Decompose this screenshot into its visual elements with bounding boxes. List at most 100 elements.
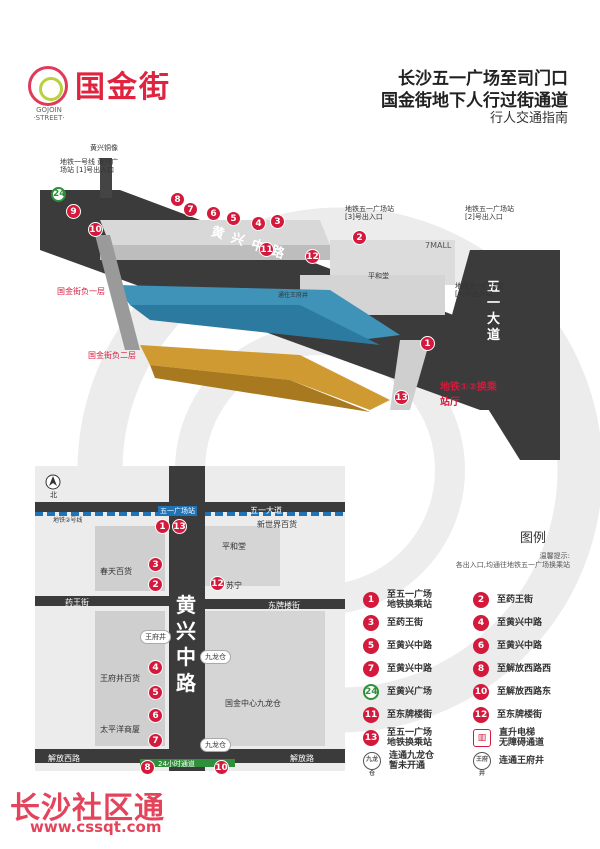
- legend-item-label: 至药王街: [497, 595, 534, 605]
- road-huangxing-char1: 黄: [176, 593, 196, 617]
- page-subtitle: 行人交通指南: [489, 111, 568, 126]
- marker-3-3d[interactable]: 3: [270, 214, 285, 229]
- legend-item-label: 至解放西路东: [497, 687, 552, 697]
- marker-4-2d[interactable]: 4: [148, 660, 163, 675]
- legend-note-heading: 温馨提示:: [539, 552, 570, 560]
- road-huangxing-char2: 兴: [176, 619, 196, 643]
- page-title-line2: 国金街地下人行过街通道: [381, 91, 568, 111]
- block-3d-c: [330, 240, 455, 285]
- metro-line2-label: 地铁②号线: [53, 517, 83, 524]
- legend-item-label: 至药王街: [387, 618, 424, 628]
- callout-exit-3: 地铁五一广场站 [3]号出入口: [345, 205, 394, 221]
- marker-2-2d[interactable]: 2: [148, 577, 163, 592]
- brand-logo-icon: [28, 66, 68, 106]
- legend-marker-icon: 九龙仓: [363, 752, 381, 777]
- legend-marker-icon: 2: [473, 592, 489, 608]
- marker-7-2d[interactable]: 7: [148, 733, 163, 748]
- legend-marker-icon: 4: [473, 615, 489, 631]
- marker-5-3d[interactable]: 5: [226, 211, 241, 226]
- block-3d-b: [100, 245, 330, 260]
- marker-6-3d[interactable]: 6: [206, 206, 221, 221]
- legend-item-label: 至黄兴中路: [387, 664, 433, 674]
- shaft-left: [95, 235, 140, 350]
- marker-5-2d[interactable]: 5: [148, 685, 163, 700]
- legend-item-label: 至五一广场 地铁换乘站: [387, 590, 433, 610]
- marker-4-3d[interactable]: 4: [251, 216, 266, 231]
- legend-marker-icon: 12: [473, 707, 489, 723]
- road-label-jiefang-east: 解放路: [290, 754, 314, 763]
- marker-11-3d[interactable]: 11: [259, 242, 274, 257]
- legend-item-label: 至东牌楼街: [387, 710, 433, 720]
- marker-13-2d[interactable]: 13: [172, 519, 187, 534]
- marker-8-2d[interactable]: 8: [140, 760, 155, 775]
- marker-8-3d[interactable]: 8: [170, 192, 185, 207]
- site-watermark: 长沙社区通: [10, 791, 165, 826]
- marker-2-3d[interactable]: 2: [352, 230, 367, 245]
- building-xinshijie: 新世界百货: [257, 520, 297, 529]
- legend-marker-icon: ▥: [473, 729, 491, 747]
- legend-item: 12 至东牌楼街: [473, 705, 578, 725]
- legend-item-label: 直升电梯 无障碍通道: [499, 728, 545, 748]
- legend-item-label: 连通九龙仓 暂未开通: [389, 751, 435, 771]
- level-b2-label: 国金街负二层: [88, 351, 136, 360]
- legend-marker-icon: 13: [363, 730, 379, 746]
- brand-name: 国金街: [75, 70, 171, 105]
- level-b1-floor: [115, 285, 400, 340]
- legend-marker-icon: 6: [473, 638, 489, 654]
- transfer-hall-label: 地铁①②换乘站厅: [440, 382, 497, 408]
- legend-item-label: 至黄兴广场: [387, 687, 433, 697]
- metro-station-label: 五一广场站: [158, 506, 197, 516]
- legend-item: 九龙仓连通九龙仓 暂未开通: [363, 751, 468, 777]
- to-wangfujing-label: 通往王府井: [278, 292, 309, 299]
- building-chuntian: 春天百货: [100, 567, 132, 576]
- kowloon-link-1: 九龙仓: [200, 650, 231, 664]
- marker-1-2d[interactable]: 1: [155, 519, 170, 534]
- marker-12-2d[interactable]: 12: [210, 576, 225, 591]
- road-wuyi-3d: [445, 250, 560, 460]
- north-label: 北: [50, 491, 57, 499]
- legend-item-label: 至黄兴中路: [387, 641, 433, 651]
- marker-24-3d[interactable]: 24: [51, 187, 66, 202]
- marker-6-2d[interactable]: 6: [148, 708, 163, 723]
- legend-item: 2 至药王街: [473, 590, 578, 610]
- legend-marker-icon: 1: [363, 592, 379, 608]
- marker-13-3d[interactable]: 13: [394, 390, 409, 405]
- building-suning: 苏宁: [226, 581, 242, 590]
- marker-9-3d[interactable]: 9: [66, 204, 81, 219]
- level-b2-floor: [140, 345, 390, 410]
- legend-item-label: 至五一广场 地铁换乘站: [387, 728, 433, 748]
- kowloon-link-2: 九龙仓: [200, 738, 231, 752]
- marker-3-2d[interactable]: 3: [148, 557, 163, 572]
- legend-marker-icon: 3: [363, 615, 379, 631]
- isometric-map: [40, 158, 560, 460]
- marker-10-3d[interactable]: 10: [88, 222, 103, 237]
- legend-item-label: 至东牌楼街: [497, 710, 543, 720]
- road-label-wuyi-2d: 五一大道: [250, 506, 282, 515]
- road-label-dongpailou: 东牌楼街: [268, 601, 300, 610]
- block-pinghetang-3d: 平和堂: [368, 272, 389, 280]
- building-wangfujing: 王府井百货: [100, 674, 140, 683]
- legend-note-body: 各出入口,均通往地铁五一广场换乘站: [455, 561, 570, 569]
- wangfujing-link: 王府井: [140, 630, 171, 644]
- legend-item-label: 至解放西路西: [497, 664, 552, 674]
- road-huangxing-char3: 中: [176, 645, 196, 669]
- callout-metro-line1: 地铁一号线 黄兴广场站 [1]号出入口: [60, 158, 119, 174]
- road-huangxing-char4: 路: [176, 671, 196, 695]
- marker-1-3d[interactable]: 1: [420, 336, 435, 351]
- level-b1-side: [130, 305, 380, 345]
- page-title-line1: 长沙五一广场至司门口: [398, 69, 568, 89]
- marker-12-3d[interactable]: 12: [305, 249, 320, 264]
- legend-marker-icon: 24: [363, 684, 379, 700]
- marker-7-3d[interactable]: 7: [183, 202, 198, 217]
- marker-10-2d[interactable]: 10: [214, 760, 229, 775]
- level-b1-label: 国金街负一层: [57, 287, 105, 296]
- statue-label: 黄兴铜像: [90, 144, 118, 152]
- legend-item: ▥ 直升电梯 无障碍通道: [473, 728, 578, 748]
- callout-exit-2: 地铁五一广场站 [2]号出入口: [465, 205, 514, 221]
